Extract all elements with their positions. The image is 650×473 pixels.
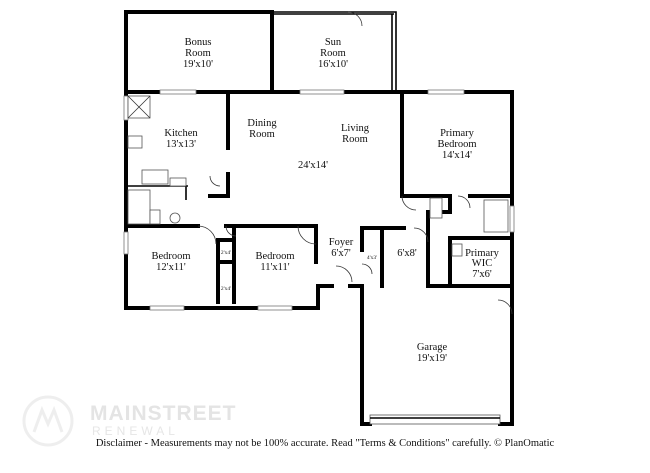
bath-fixtures: [127, 189, 509, 257]
primary-wic-name1: Primary: [465, 248, 500, 259]
bonus-room-name2: Room: [185, 48, 211, 59]
closet1-size: 2'x4': [221, 250, 231, 256]
sun-room-size: 16'x10': [318, 59, 348, 70]
living-room-name1: Living: [341, 123, 370, 134]
bonus-room-name1: Bonus: [185, 37, 212, 48]
disclaimer-text: Disclaimer - Measurements may not be 100…: [95, 438, 555, 449]
foyer-size: 6'x7': [331, 248, 351, 259]
primary-bedroom-name2: Bedroom: [437, 139, 476, 150]
closet3-size: 4'x3': [367, 255, 377, 261]
primary-bedroom-size: 14'x14': [442, 150, 472, 161]
bedroom-mid-size: 11'x11': [260, 262, 289, 273]
garage-door: [369, 414, 501, 425]
watermark-logo-icon: [22, 395, 74, 447]
garage-size: 19'x19': [417, 353, 447, 364]
bonus-room-size: 19'x10': [183, 59, 213, 70]
dining-room-name2: Room: [249, 129, 275, 140]
living-room-size: 24'x14': [298, 160, 328, 171]
foyer-name: Foyer: [329, 237, 354, 248]
living-room-name2: Room: [342, 134, 368, 145]
primary-wic-size: 7'x6': [472, 269, 492, 280]
dining-room-name1: Dining: [247, 118, 277, 129]
walls: [124, 10, 514, 426]
bedroom-left-name: Bedroom: [151, 251, 190, 262]
room-labels: Bonus Room 19'x10' Sun Room 16'x10' Kitc…: [151, 37, 499, 364]
doors: [197, 11, 513, 315]
kitchen-fixtures: [127, 95, 187, 187]
closet2-size: 2'x4': [221, 286, 231, 292]
primary-bedroom-name1: Primary: [440, 128, 475, 139]
bedroom-mid-name: Bedroom: [255, 251, 294, 262]
primary-wic-name2: WIC: [472, 258, 492, 269]
watermark-sub: RENEWAL: [92, 424, 179, 438]
windows: [123, 89, 515, 311]
hall-size: 6'x8': [397, 248, 417, 259]
garage-name: Garage: [417, 342, 448, 353]
sun-room-name1: Sun: [325, 37, 342, 48]
kitchen-size: 13'x13': [166, 139, 196, 150]
bedroom-left-size: 12'x11': [156, 262, 186, 273]
sun-room-name2: Room: [320, 48, 346, 59]
kitchen-name: Kitchen: [164, 128, 198, 139]
watermark-brand: MAINSTREET: [90, 402, 237, 425]
